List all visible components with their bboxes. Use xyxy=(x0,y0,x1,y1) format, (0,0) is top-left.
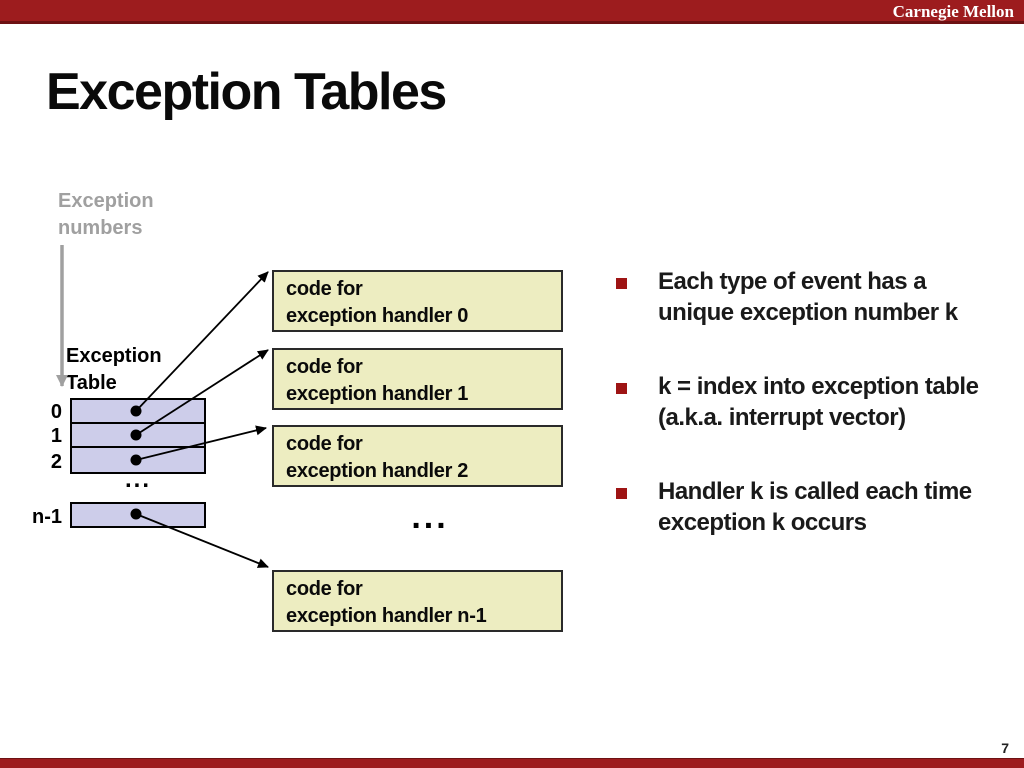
exception-numbers-label: Exception numbers xyxy=(58,190,154,239)
exception-table-row-1 xyxy=(70,422,206,448)
handler-box-1: code for exception handler 1 xyxy=(272,348,563,410)
handler-box-0-line1: code for xyxy=(286,278,363,300)
exception-table-row-0 xyxy=(70,398,206,424)
handler-box-n1-line2: exception handler n-1 xyxy=(286,605,487,627)
bottom-banner xyxy=(0,758,1024,768)
handler-box-0: code for exception handler 0 xyxy=(272,270,563,332)
bullet-square-icon xyxy=(616,383,627,394)
brand-logo: Carnegie Mellon xyxy=(892,2,1014,21)
row-index-n1: n-1 xyxy=(32,506,62,528)
list-item: Handler k is called each time exception … xyxy=(616,476,1016,538)
exception-table-label: Exception Table xyxy=(66,345,162,394)
row-index-1: 1 xyxy=(50,425,62,447)
handler-box-1-line1: code for xyxy=(286,356,363,378)
list-item: k = index into exception table (a.k.a. i… xyxy=(616,371,1016,433)
handler-box-2-line2: exception handler 2 xyxy=(286,460,469,482)
handlers-ellipsis: ... xyxy=(411,498,449,536)
handler-box-0-line2: exception handler 0 xyxy=(286,305,469,327)
bullet-text-2: k = index into exception table (a.k.a. i… xyxy=(658,373,979,431)
exception-table-row-n1 xyxy=(70,502,206,528)
bullet-square-icon xyxy=(616,278,627,289)
list-item: Each type of event has a unique exceptio… xyxy=(616,266,1016,328)
handler-box-2-line1: code for xyxy=(286,433,363,455)
handler-box-n1: code for exception handler n-1 xyxy=(272,570,563,632)
handler-box-n1-line1: code for xyxy=(286,578,363,600)
handler-box-1-line2: exception handler 1 xyxy=(286,383,469,405)
handler-box-2: code for exception handler 2 xyxy=(272,425,563,487)
page-title: Exception Tables xyxy=(46,63,447,121)
table-ellipsis: ... xyxy=(124,466,151,493)
row-index-0: 0 xyxy=(50,401,62,423)
row-index-2: 2 xyxy=(50,451,62,473)
bullet-list: Each type of event has a unique exceptio… xyxy=(616,266,1016,581)
page-number: 7 xyxy=(1001,740,1009,756)
top-banner: Carnegie Mellon xyxy=(0,0,1024,24)
bullet-text-3: Handler k is called each time exception … xyxy=(658,478,972,536)
bullet-square-icon xyxy=(616,488,627,499)
bullet-text-1: Each type of event has a unique exceptio… xyxy=(658,268,958,326)
